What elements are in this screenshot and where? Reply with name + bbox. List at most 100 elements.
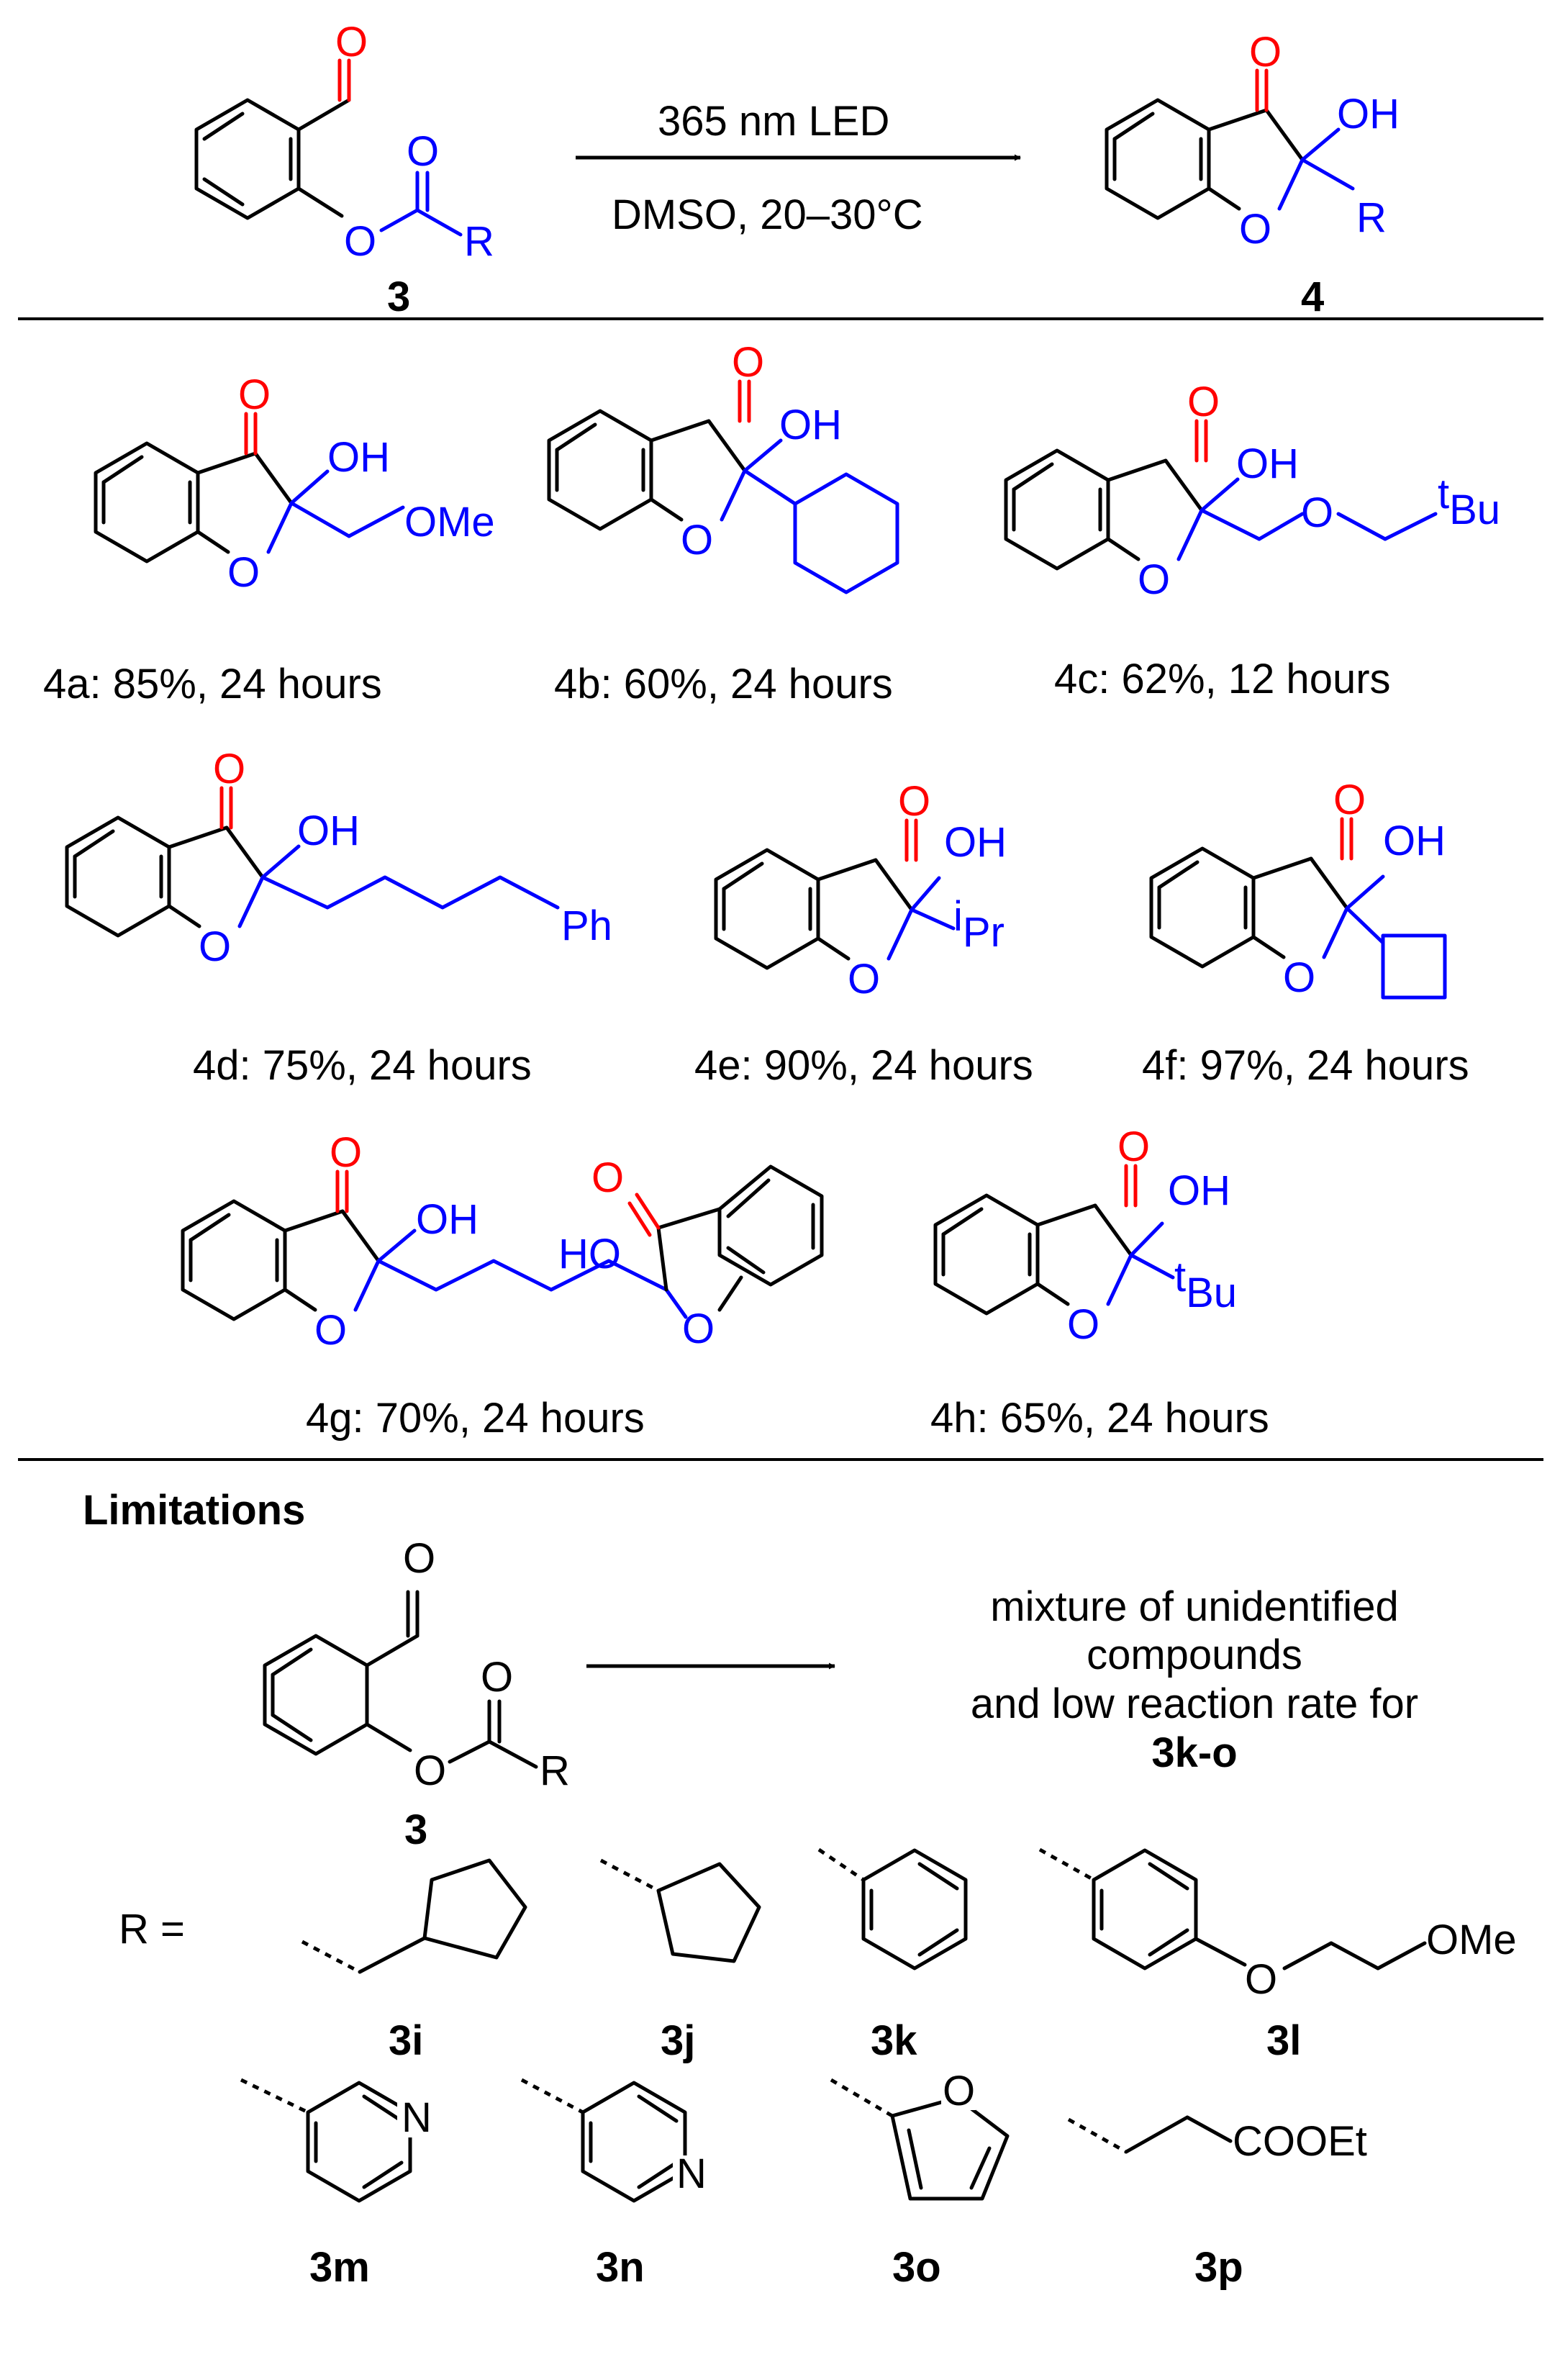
hydroxyl-2: HO	[558, 1231, 621, 1277]
superscript: t	[1174, 1254, 1186, 1300]
benzene-ring	[194, 98, 301, 220]
ester-oxygen: O	[414, 1747, 446, 1794]
yield-time: : 90%, 24 hours	[741, 1042, 1033, 1089]
label-4b: 4b: 60%, 24 hours	[554, 661, 893, 707]
result-line-2: compounds	[1087, 1632, 1302, 1678]
label-4d: 4d: 75%, 24 hours	[193, 1042, 532, 1089]
compound-id: 4f	[1142, 1042, 1177, 1089]
group-3j	[599, 1858, 761, 1963]
yield-time: : 62%, 12 hours	[1098, 656, 1390, 702]
ring-oxygen: O	[1138, 556, 1170, 603]
carbonyl-oxygen: O	[481, 1654, 513, 1701]
svg-text:4a: 85%, 24 hours: 4a: 85%, 24 hours	[43, 661, 382, 707]
ketone-oxygen: O	[213, 746, 245, 792]
aldehyde-oxygen: O	[403, 1535, 435, 1582]
hydroxyl: OH	[297, 807, 360, 854]
product-label: 4	[1301, 273, 1324, 320]
aldehyde-oxygen: O	[335, 19, 368, 65]
label-4h: 4h: 65%, 24 hours	[930, 1395, 1269, 1442]
limitations-heading: Limitations	[83, 1487, 305, 1534]
svg-text:4h: 65%, 24 hours: 4h: 65%, 24 hours	[930, 1395, 1269, 1442]
limitation-reactant-label: 3	[404, 1806, 427, 1853]
ketone-oxygen: O	[330, 1129, 362, 1176]
reactant-label: 3	[387, 273, 410, 320]
group-3m-label: 3m	[309, 2244, 370, 2291]
furan-oxygen: O	[943, 2068, 975, 2114]
ring-oxygen: O	[314, 1307, 347, 1354]
pyridine-nitrogen: N	[402, 2094, 432, 2141]
group-3n-label: 3n	[596, 2244, 645, 2291]
svg-text:4e: 90%, 24 hours: 4e: 90%, 24 hours	[694, 1042, 1033, 1089]
product-4d: O O OH Ph	[65, 746, 612, 970]
ring-oxygen: O	[681, 517, 713, 564]
butyl-chain	[260, 875, 560, 910]
ring-oxygen: O	[1239, 206, 1271, 253]
hydroxyl: OH	[1236, 440, 1299, 487]
result-compounds: 3k-o	[1151, 1729, 1237, 1776]
limitation-reactant-3: O O O R	[263, 1535, 570, 1794]
ring-oxygen: O	[1067, 1301, 1099, 1348]
yield-time: : 65%, 24 hours	[977, 1395, 1269, 1442]
tert-butyl: Bu	[1449, 487, 1500, 533]
ketone-oxygen-2: O	[591, 1154, 624, 1201]
group-3l-label: 3l	[1266, 2017, 1301, 2064]
carbonyl-oxygen: O	[407, 128, 439, 175]
compound-id: 4g	[306, 1395, 353, 1442]
ring-oxygen: O	[227, 549, 260, 596]
group-3l: O OMe	[1038, 1847, 1517, 2003]
superscript: i	[953, 893, 963, 940]
label-4e: 4e: 90%, 24 hours	[694, 1042, 1033, 1089]
ester-group: COOEt	[1233, 2118, 1367, 2165]
yield-time: : 70%, 24 hours	[353, 1395, 645, 1442]
label-4g: 4g: 70%, 24 hours	[306, 1395, 645, 1442]
group-3j-label: 3j	[661, 2017, 695, 2064]
cyclohexyl	[793, 472, 899, 594]
ketone-oxygen: O	[898, 778, 930, 825]
compound-id: 4c	[1054, 656, 1098, 702]
propyl-linker	[376, 1259, 668, 1292]
group-3o-label: 3o	[892, 2244, 941, 2291]
group-3m: N	[240, 2078, 432, 2203]
ring-oxygen: O	[848, 956, 880, 1003]
conditions-top: 365 nm LED	[658, 98, 889, 145]
hydroxyl: OH	[327, 434, 390, 481]
ketone-oxygen: O	[238, 371, 271, 418]
r-group: R	[1356, 194, 1387, 241]
r-equals-label: R =	[119, 1906, 185, 1953]
product-4e: O O OH iPr	[714, 778, 1007, 1003]
product-4: O O OH R	[1105, 29, 1400, 253]
ether-oxygen: O	[1245, 1956, 1277, 2003]
group-3k	[817, 1847, 968, 1970]
ketone-oxygen: O	[732, 339, 764, 386]
product-4g: O O OH HO O O	[181, 1129, 824, 1354]
ketone-oxygen: O	[1117, 1123, 1150, 1170]
phenyl: Ph	[561, 902, 612, 949]
group-3k-label: 3k	[871, 2017, 917, 2064]
product-4f: O O OH	[1149, 777, 1447, 1001]
hydroxyl: OH	[944, 819, 1007, 866]
ether-oxygen: O	[1301, 489, 1333, 536]
ring-oxygen: O	[199, 923, 231, 970]
svg-text:4c: 62%, 12 hours: 4c: 62%, 12 hours	[1054, 656, 1391, 702]
conditions-bottom: DMSO, 20–30°C	[612, 191, 923, 238]
benzofuranone-core	[1105, 68, 1305, 220]
svg-text:iPr: iPr	[953, 893, 1005, 956]
group-3i-label: 3i	[389, 2017, 423, 2064]
product-4a: O O OH OMe	[94, 371, 495, 596]
isopropyl: Pr	[963, 909, 1005, 956]
methoxy: OMe	[404, 499, 495, 546]
hydroxyl: OH	[1383, 818, 1446, 864]
yield-time: : 60%, 24 hours	[601, 661, 893, 707]
yield-time: : 85%, 24 hours	[90, 661, 382, 707]
cyclobutyl	[1381, 933, 1447, 1000]
svg-text:4g: 70%, 24 hours: 4g: 70%, 24 hours	[306, 1395, 645, 1442]
compound-id: 4e	[694, 1042, 741, 1089]
superscript: t	[1438, 471, 1449, 517]
compound-id: 4b	[554, 661, 601, 707]
yield-time: : 97%, 24 hours	[1176, 1042, 1469, 1089]
label-4c: 4c: 62%, 12 hours	[1054, 656, 1391, 702]
hydroxyl: OH	[779, 402, 842, 448]
yield-time: : 75%, 24 hours	[240, 1042, 532, 1089]
label-4a: 4a: 85%, 24 hours	[43, 661, 382, 707]
group-3o: O	[830, 2068, 1010, 2201]
